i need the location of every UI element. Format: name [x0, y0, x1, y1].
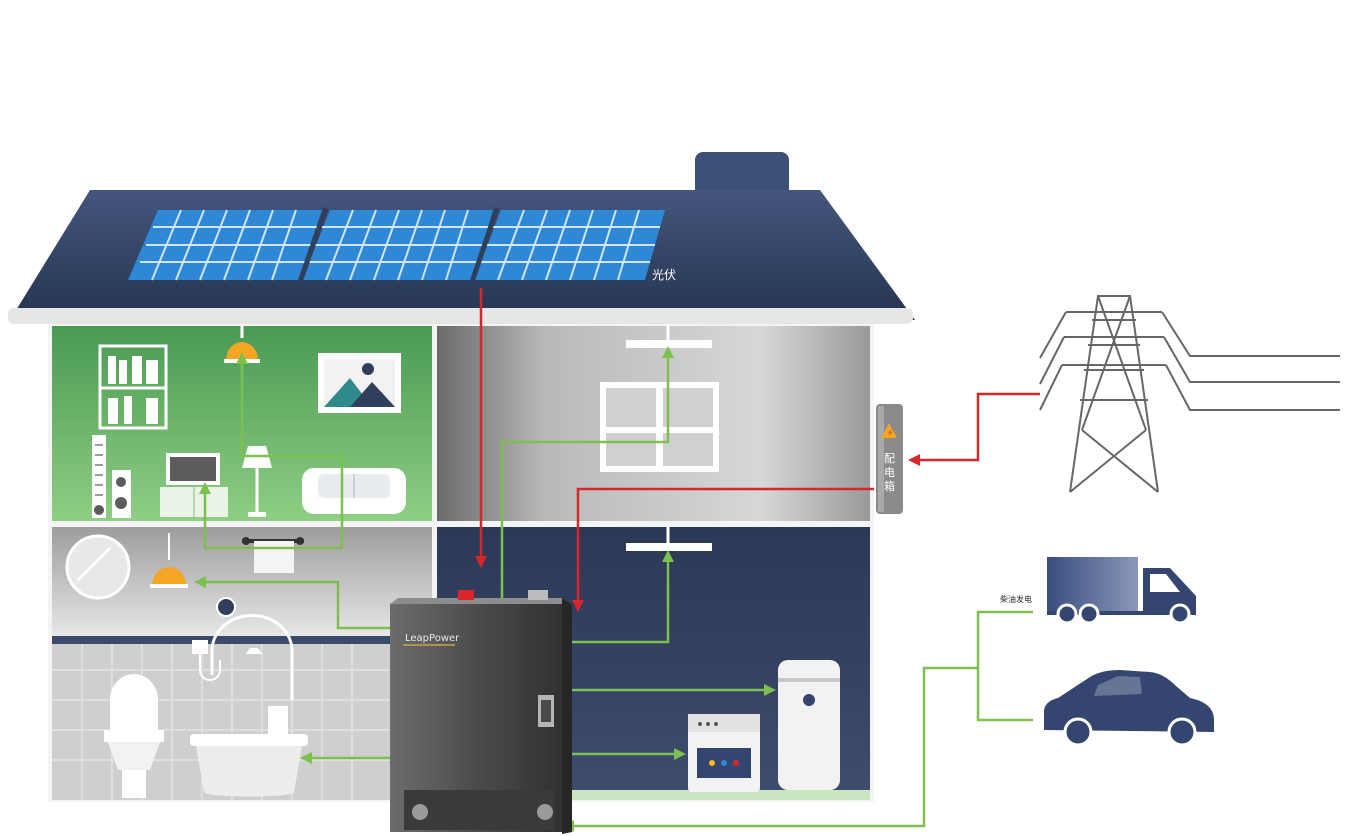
svg-text:⚡: ⚡ — [887, 429, 893, 439]
window-icon — [600, 382, 719, 472]
utility-appliances — [626, 527, 840, 792]
bathroom-fixtures — [65, 533, 304, 617]
speaker-icon — [92, 435, 106, 518]
washing-machine-icon — [688, 714, 760, 792]
ceiling-light-icon — [626, 340, 712, 348]
truck-icon — [1047, 557, 1196, 625]
diesel-generation-label: 柴油发电 — [1000, 594, 1032, 604]
power-tower-icon — [1039, 295, 1340, 493]
grid-power-flows — [479, 288, 1040, 604]
home-power-flows — [200, 354, 1033, 828]
shower-icon — [192, 613, 294, 700]
bathroom-lower-fixtures — [104, 613, 308, 798]
mirror-icon — [65, 534, 131, 600]
car-icon — [1044, 670, 1214, 747]
bookshelf-icon — [98, 344, 168, 430]
warning-icon — [881, 423, 897, 438]
brand-label: LeapPower — [405, 633, 460, 644]
sofa-icon — [302, 468, 406, 514]
tv-icon — [160, 453, 228, 517]
upper-right-fixtures — [600, 326, 719, 472]
solar-panel-icon — [128, 207, 665, 283]
distribution-box-label: 配电箱 — [884, 452, 895, 493]
toilet-icon — [104, 674, 164, 798]
solar-label: 光伏 — [652, 268, 676, 282]
battery-cabinet-icon — [390, 590, 572, 834]
distribution-box: ⚡ — [876, 404, 903, 514]
ceiling-light-icon-2 — [626, 543, 712, 551]
bathtub-icon — [190, 706, 308, 797]
wall-lamp-icon — [150, 533, 188, 588]
painting-icon — [318, 353, 401, 413]
water-heater-icon — [778, 660, 840, 790]
towel-rack-icon — [242, 537, 304, 573]
living-room-furniture — [92, 326, 406, 518]
